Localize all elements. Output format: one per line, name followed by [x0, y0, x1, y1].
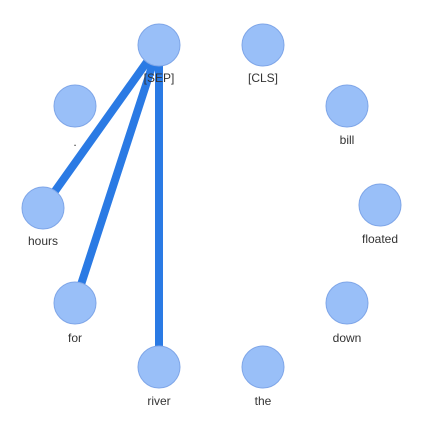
node-label: floated: [362, 232, 398, 246]
node-circle: [53, 281, 97, 325]
nodes-layer: [SEP] [CLS] bill floated down the river: [21, 23, 402, 408]
edge-sep-for: [71, 43, 163, 305]
node-circle: [358, 183, 402, 227]
node-label: for: [68, 331, 82, 345]
token-node-floated[interactable]: floated: [358, 183, 402, 246]
edges-layer: [39, 42, 163, 367]
node-label: down: [333, 331, 362, 345]
token-node-the[interactable]: the: [241, 345, 285, 408]
token-node-down[interactable]: down: [325, 281, 369, 345]
node-circle: [241, 23, 285, 67]
node-circle: [137, 345, 181, 389]
node-label: river: [147, 394, 170, 408]
token-node-cls[interactable]: [CLS]: [241, 23, 285, 85]
node-circle: [325, 84, 369, 128]
node-label: [CLS]: [248, 71, 278, 85]
token-node-for[interactable]: for: [53, 281, 97, 345]
node-circle: [53, 84, 97, 128]
edge-sep-hours: [39, 42, 163, 211]
node-label: bill: [340, 133, 355, 147]
token-node-river[interactable]: river: [137, 345, 181, 408]
node-circle: [21, 186, 65, 230]
node-circle: [137, 23, 181, 67]
token-node-period[interactable]: .: [53, 84, 97, 149]
node-label: the: [255, 394, 272, 408]
token-node-sep[interactable]: [SEP]: [137, 23, 181, 85]
node-label: .: [73, 135, 76, 149]
node-circle: [241, 345, 285, 389]
node-circle: [325, 281, 369, 325]
token-node-hours[interactable]: hours: [21, 186, 65, 248]
node-label: [SEP]: [144, 71, 175, 85]
node-label: hours: [28, 234, 58, 248]
token-node-bill[interactable]: bill: [325, 84, 369, 147]
